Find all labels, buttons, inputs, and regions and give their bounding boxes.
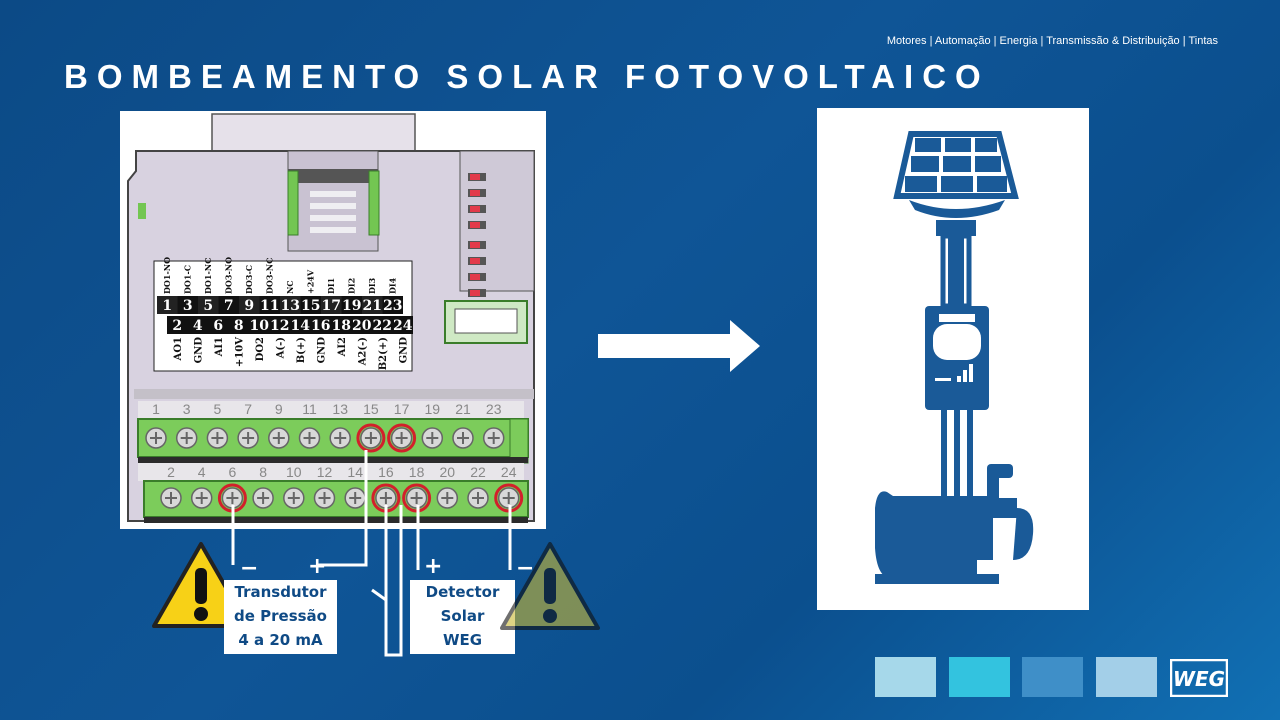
- plus-sign-transducer: +: [308, 554, 327, 579]
- warning-icon-right: [498, 540, 602, 639]
- solar-pump-icon: [817, 108, 1089, 610]
- row-bottom-number-20: 20: [440, 464, 456, 480]
- terminal-number-12: 12: [270, 318, 289, 334]
- row-bottom-number-24: 24: [501, 464, 517, 480]
- swatch-1: [875, 657, 936, 697]
- row-bottom-number-6: 6: [229, 464, 237, 480]
- terminal-number-22: 22: [373, 318, 392, 334]
- row-bottom-number-22: 22: [470, 464, 486, 480]
- terminal-number-11: 11: [260, 298, 279, 314]
- row-bottom-number-14: 14: [347, 464, 363, 480]
- terminal-number-16: 16: [311, 318, 330, 334]
- terminal-number-18: 18: [332, 318, 351, 334]
- row-bottom-number-10: 10: [286, 464, 302, 480]
- terminal-number-23: 23: [383, 298, 402, 314]
- svg-text:WEG: WEG: [1173, 667, 1225, 691]
- terminal-number-1: 1: [162, 298, 172, 314]
- terminal-number-6: 6: [213, 318, 223, 334]
- terminal-number-4: 4: [193, 318, 203, 334]
- label-top-3: DO3-NO: [224, 257, 234, 294]
- weg-logo: WEG: [1169, 658, 1229, 698]
- terminal-number-19: 19: [342, 298, 361, 314]
- label-top-11: DI4: [388, 277, 398, 294]
- row-top-number-3: 3: [183, 401, 191, 417]
- label-bottom-3: +10V: [235, 337, 246, 367]
- label-bottom-8: AI2: [337, 337, 348, 357]
- terminal-number-9: 9: [244, 298, 254, 314]
- terminal-number-14: 14: [291, 318, 311, 334]
- row-top-number-23: 23: [486, 401, 502, 417]
- row-bottom-number-18: 18: [409, 464, 425, 480]
- row-top-number-13: 13: [332, 401, 348, 417]
- label-bottom-2: AI1: [214, 337, 225, 357]
- row-top-number-19: 19: [425, 401, 441, 417]
- terminal-number-5: 5: [203, 298, 213, 314]
- row-bottom-number-12: 12: [317, 464, 333, 480]
- label-top-6: NC: [285, 280, 295, 294]
- terminal-number-8: 8: [234, 318, 244, 334]
- row-top-number-7: 7: [244, 401, 252, 417]
- terminal-number-21: 21: [363, 298, 382, 314]
- label-bottom-1: GND: [194, 337, 205, 364]
- label-top-1: DO1-C: [183, 265, 193, 294]
- terminal-number-15: 15: [301, 298, 320, 314]
- minus-sign-detector: −: [516, 556, 535, 581]
- terminal-number-17: 17: [322, 298, 341, 314]
- label-bottom-7: GND: [317, 337, 328, 364]
- swatch-4: [1096, 657, 1157, 697]
- terminal-number-2: 2: [172, 318, 182, 334]
- label-bottom-10: B2(+): [378, 337, 389, 370]
- label-bottom-5: A(-): [276, 337, 287, 359]
- label-top-8: DI1: [326, 278, 336, 294]
- label-top-4: DO3-C: [244, 265, 254, 294]
- terminal-number-7: 7: [224, 298, 234, 314]
- label-top-2: DO1-NC: [203, 258, 213, 294]
- terminal-number-3: 3: [183, 298, 193, 314]
- row-top-number-1: 1: [152, 401, 160, 417]
- label-bottom-11: GND: [399, 337, 410, 364]
- row-bottom-number-16: 16: [378, 464, 394, 480]
- label-bottom-4: DO2: [255, 337, 266, 361]
- terminal-number-24: 24: [393, 318, 413, 334]
- terminal-number-13: 13: [281, 298, 300, 314]
- terminal-number-10: 10: [250, 318, 270, 334]
- terminal-number-20: 20: [352, 318, 372, 334]
- row-top-number-15: 15: [363, 401, 379, 417]
- label-top-10: DI3: [367, 277, 377, 294]
- label-bottom-9: A2(-): [358, 337, 369, 366]
- arrow-right-icon: [598, 320, 762, 377]
- label-top-5: DO3-NC: [265, 258, 275, 294]
- label-top-7: +24V: [306, 269, 316, 294]
- label-bottom-0: AO1: [173, 337, 184, 361]
- terminal-diagram: DO1-NO DO1-C DO1-NC DO3-NO DO3-C DO3-NC NC +24V…: [120, 111, 546, 529]
- plus-sign-detector: +: [424, 554, 443, 579]
- minus-sign-transducer: −: [240, 556, 259, 581]
- label-bottom-6: B(+): [296, 337, 307, 363]
- tagline: Motores | Automação | Energia | Transmis…: [886, 35, 1218, 47]
- row-bottom-number-2: 2: [167, 464, 175, 480]
- row-top-number-17: 17: [394, 401, 410, 417]
- row-top-number-9: 9: [275, 401, 283, 417]
- row-top-number-11: 11: [302, 401, 317, 417]
- page-title: BOMBEAMENTO SOLAR FOTOVOLTAICO: [64, 58, 990, 95]
- row-bottom-number-8: 8: [259, 464, 267, 480]
- label-top-0: DO1-NO: [162, 257, 172, 294]
- row-bottom-number-4: 4: [198, 464, 206, 480]
- label-top-9: DI2: [347, 278, 357, 294]
- row-top-number-5: 5: [214, 401, 222, 417]
- swatch-3: [1022, 657, 1083, 697]
- swatch-2: [949, 657, 1010, 697]
- row-top-number-21: 21: [455, 401, 471, 417]
